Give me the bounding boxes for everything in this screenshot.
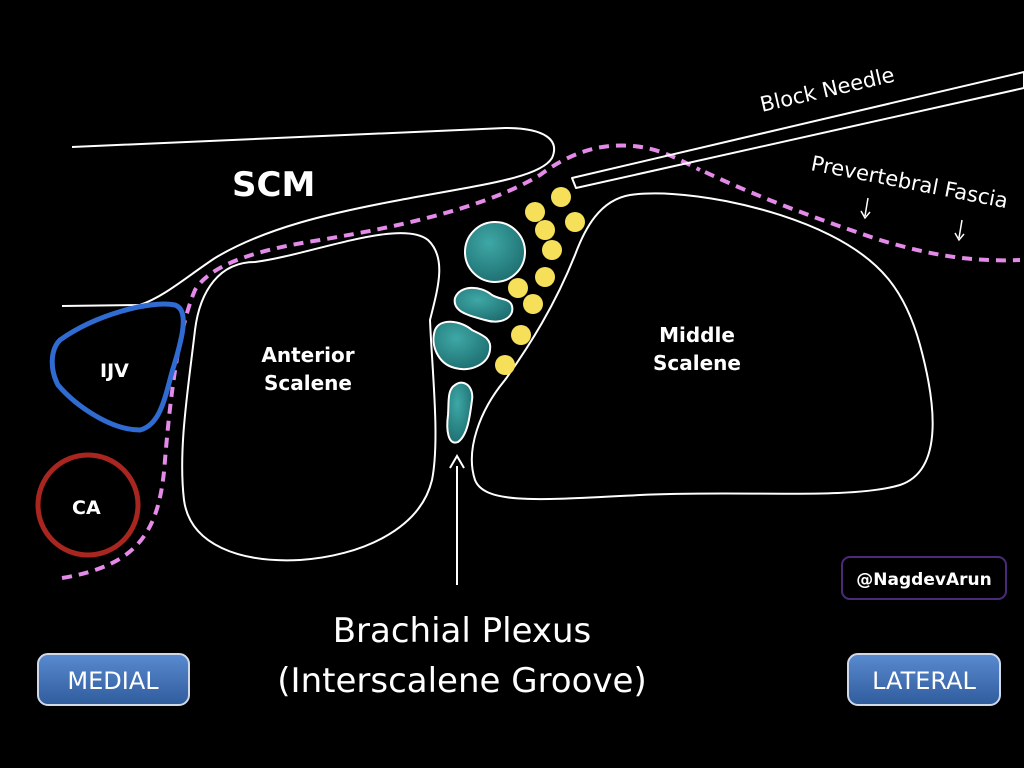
yellow-dot [525,202,545,222]
yellow-dot [523,294,543,314]
nerve-root [446,381,474,444]
yellow-dot [511,325,531,345]
ijv-vessel [49,301,186,433]
plexus-label-1: Brachial Plexus [333,611,592,651]
block-needle [571,71,1024,189]
fascia-arrow [864,197,869,217]
anterior-scalene-outline [181,232,441,562]
watermark-label: @NagdevArun [856,570,991,590]
yellow-dot [542,240,562,260]
plexus-arrow-head [449,454,465,469]
ca-label: CA [72,497,101,519]
medial-button[interactable]: MEDIAL [37,653,190,706]
prevertebral-fascia-line-lateral [704,170,1021,263]
yellow-dot [495,355,515,375]
middle-scalene-outline [470,192,934,501]
yellow-dot [551,187,571,207]
fascia-arrow [958,219,963,239]
yellow-dot-cluster [495,187,585,375]
block-needle-label: Block Needle [758,63,897,117]
anterior-scalene-label-2: Scalene [264,371,352,395]
nerve-root [432,320,492,370]
middle-scalene-label-2: Scalene [653,351,741,375]
middle-scalene-label-1: Middle [659,323,735,347]
ijv-label: IJV [100,360,129,382]
scm-outline [61,126,555,307]
yellow-dot [565,212,585,232]
fascia-arrow-head [860,210,871,220]
scm-label: SCM [232,165,315,205]
ca-vessel [35,452,141,558]
prevertebral-fascia-line [61,143,701,580]
yellow-dot [535,267,555,287]
medial-button-label: MEDIAL [67,667,159,695]
lateral-button-label: LATERAL [872,667,976,695]
yellow-dot [508,278,528,298]
nerve-root [453,286,514,323]
fascia-arrow-head [954,232,965,242]
prevertebral-fascia-label: Prevertebral Fascia [809,151,1010,213]
anterior-scalene-label-1: Anterior [261,343,354,367]
plexus-label-2: (Interscalene Groove) [277,661,646,701]
nerve-root [464,221,526,283]
yellow-dot [535,220,555,240]
lateral-button[interactable]: LATERAL [847,653,1001,706]
watermark-box [841,556,1007,600]
